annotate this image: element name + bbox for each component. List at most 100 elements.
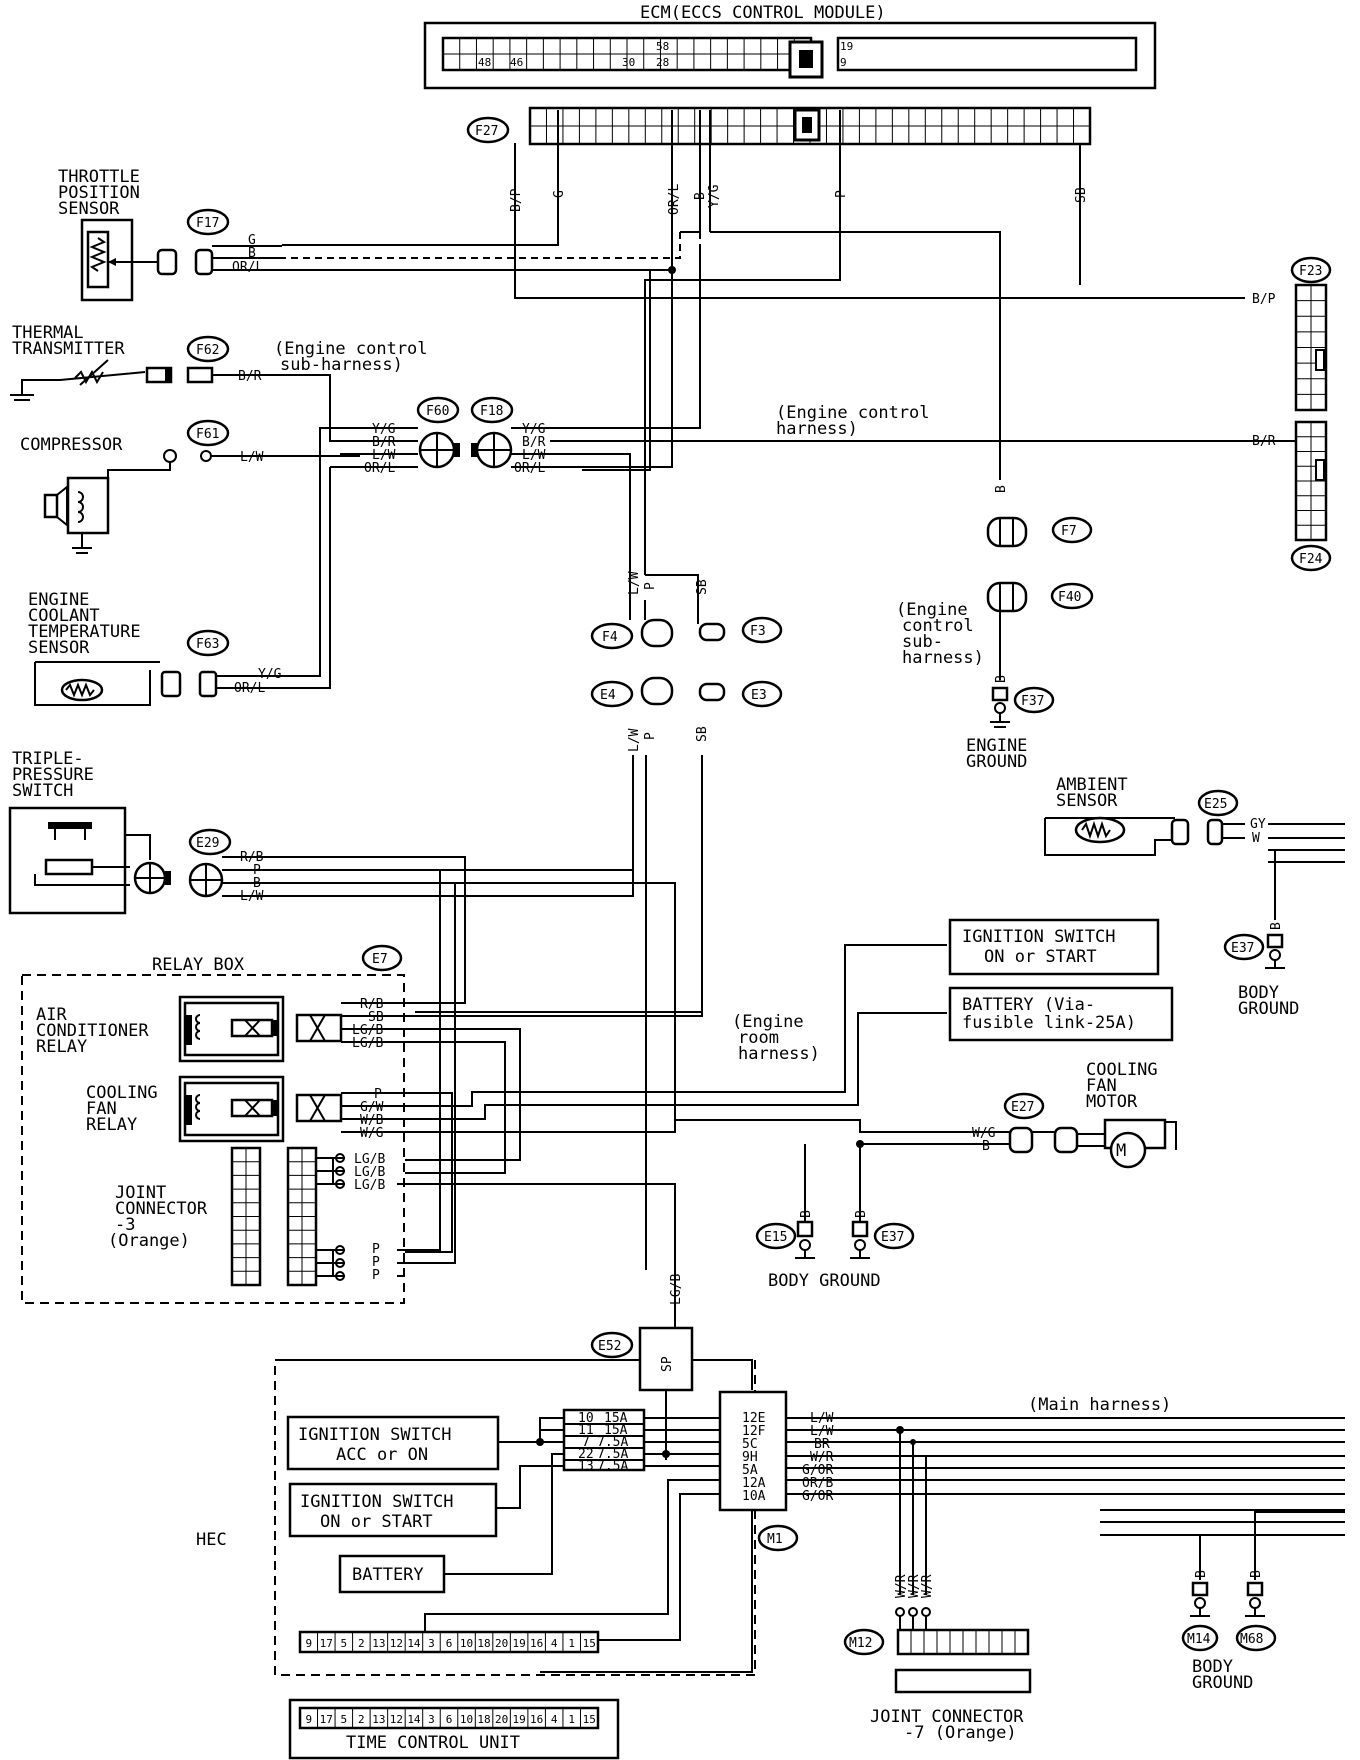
pin-19: 19 [512,1713,525,1726]
ign2-l2: ACC or ON [336,1445,428,1465]
ecm-pin-48: 48 [478,56,491,69]
motor-l1: COOLING [1086,1060,1158,1080]
fuse-3-val: 7.5A [597,1435,628,1450]
f37-b: B [994,675,1009,683]
ign2-l1: IGNITION SWITCH [298,1425,452,1445]
relay-box: RELAY BOX E7 AIR CONDITIONER RELAY R/B S… [21,870,1055,1338]
pin-3: 3 [428,1637,435,1650]
ecm-pin-30: 30 [622,56,635,69]
note-sub2-4: harness) [902,648,984,668]
e3-sb: SB [695,726,710,742]
fuse-5-num: 13 [578,1459,594,1474]
label-e7: E7 [372,952,388,967]
fuse-4-num: 22 [578,1447,594,1462]
joint-lgb3: LG/B [354,1178,385,1193]
fuse-2-val: 15A [604,1423,628,1438]
note-engine-main-2: harness) [776,419,858,439]
triple-l3: SWITCH [12,781,73,801]
joint3-l1: JOINT [115,1183,166,1203]
pin-9: 9 [305,1713,312,1726]
joint7-l1: JOINT CONNECTOR [870,1707,1024,1727]
relay-fan-wg: W/G [360,1126,384,1141]
label-f37: F37 [1021,694,1044,709]
label-e27: E27 [1011,1100,1034,1115]
m1-p7: 10A [742,1489,766,1504]
connector-f23: F23 B/P [1252,256,1332,412]
ecm-pin-28: 28 [656,56,669,69]
e25-w: W [1252,831,1260,846]
connector-m1: 12E 12F 5C 9H 5A 12A 10A M1 L/W L/W BR W… [424,1390,1345,1673]
bg-bottom-l2: GROUND [1192,1673,1253,1693]
note-engine-sub-1: (Engine control [274,339,428,359]
connector-f27: F27 [466,106,1092,146]
ambient-l1: AMBIENT [1056,775,1128,795]
bg-bottom-l1: BODY [1192,1657,1233,1677]
ign1-l1: IGNITION SWITCH [962,927,1116,947]
f18-orl: OR/L [514,461,545,476]
joint3-l4: (Orange) [108,1231,190,1251]
m12-w3: W/R [920,1574,935,1598]
pin-10: 10 [460,1713,473,1726]
note-sub2-1: (Engine [896,600,968,620]
label-e37a: E37 [1231,941,1254,956]
pin-3: 3 [428,1713,435,1726]
joint-p2: P [372,1255,380,1270]
pin-17: 17 [320,1637,333,1650]
pin-17: 17 [320,1713,333,1726]
m1-p6: 12A [742,1476,766,1491]
pin-14: 14 [407,1713,421,1726]
f4-lw: L/W [627,571,642,595]
body-ground-bottom: B B M14 M68 BODY GROUND [1181,1511,1345,1693]
fuse-1-num: 10 [578,1411,594,1426]
cooling-fan-motor: COOLING FAN MOTOR E27 W/G B M B B E15 E3… [755,1060,1177,1291]
pin-13: 13 [372,1637,385,1650]
f61-wire: L/W [240,450,264,465]
label-m68: M68 [1240,1632,1263,1647]
hec-label: HEC [196,1530,227,1550]
throttle-position-sensor: THROTTLE POSITION SENSOR F17 G B OR/L [58,167,672,302]
pin-18: 18 [477,1713,490,1726]
relay-ac-lgb1: LG/B [352,1023,383,1038]
note-engine-main-1: (Engine control [776,403,930,423]
label-f17: F17 [196,216,219,231]
connector-f24: F24 B/R [550,420,1332,572]
ac-relay-l2: CONDITIONER [36,1021,149,1041]
f7-b: B [994,485,1009,493]
relay-ac-rb: R/B [360,997,384,1012]
thermal-l1: THERMAL [12,323,84,343]
label-f40: F40 [1058,590,1081,605]
ecm-pin-9: 9 [840,56,847,69]
pin-1: 1 [568,1637,575,1650]
ac-relay-l3: RELAY [36,1037,87,1057]
wire-f23: B/P [1252,292,1276,307]
pin-16: 16 [530,1713,543,1726]
note-room-1: (Engine [732,1012,804,1032]
e37a-b: B [1269,922,1284,930]
ignition-on-start-box: IGNITION SWITCH ON or START [948,918,1160,976]
relay-ac-lgb2: LG/B [352,1036,383,1051]
relay-box-title: RELAY BOX [152,955,245,975]
label-e37b: E37 [881,1230,904,1245]
drop-p: P [834,190,849,198]
label-e15: E15 [764,1230,787,1245]
engine-ground-chain: B F7 F40 (Engine control sub- harness) B… [896,485,1094,772]
coolant-temperature-sensor: ENGINE COOLANT TEMPERATURE SENSOR F63 Y/… [28,427,340,706]
pin-6: 6 [446,1713,453,1726]
fan-relay-l2: FAN [86,1099,117,1119]
motor-symbol: M [1116,1141,1126,1161]
f17-g: G [248,233,256,248]
m1-w4: W/R [810,1450,834,1465]
pin-4: 4 [551,1713,558,1726]
fuse-3-num: 7 [582,1435,590,1450]
joint-connector-7: W/R W/R W/R M12 JOINT CONNECTOR -7 (Oran… [843,1574,1032,1743]
label-m14: M14 [1187,1632,1211,1647]
f18-yg: Y/G [522,422,546,437]
e15-b: B [799,1210,814,1218]
label-f27: F27 [475,124,498,139]
ambient-sensor: AMBIENT SENSOR E25 GY W B E37 BODY GROUN… [1044,775,1345,1019]
e27-b: B [982,1139,990,1154]
bg-right-l2: GROUND [1238,999,1299,1019]
e52-sp: SP [660,1356,675,1372]
pin-1: 1 [568,1713,575,1726]
m1-p5: 5A [742,1463,758,1478]
